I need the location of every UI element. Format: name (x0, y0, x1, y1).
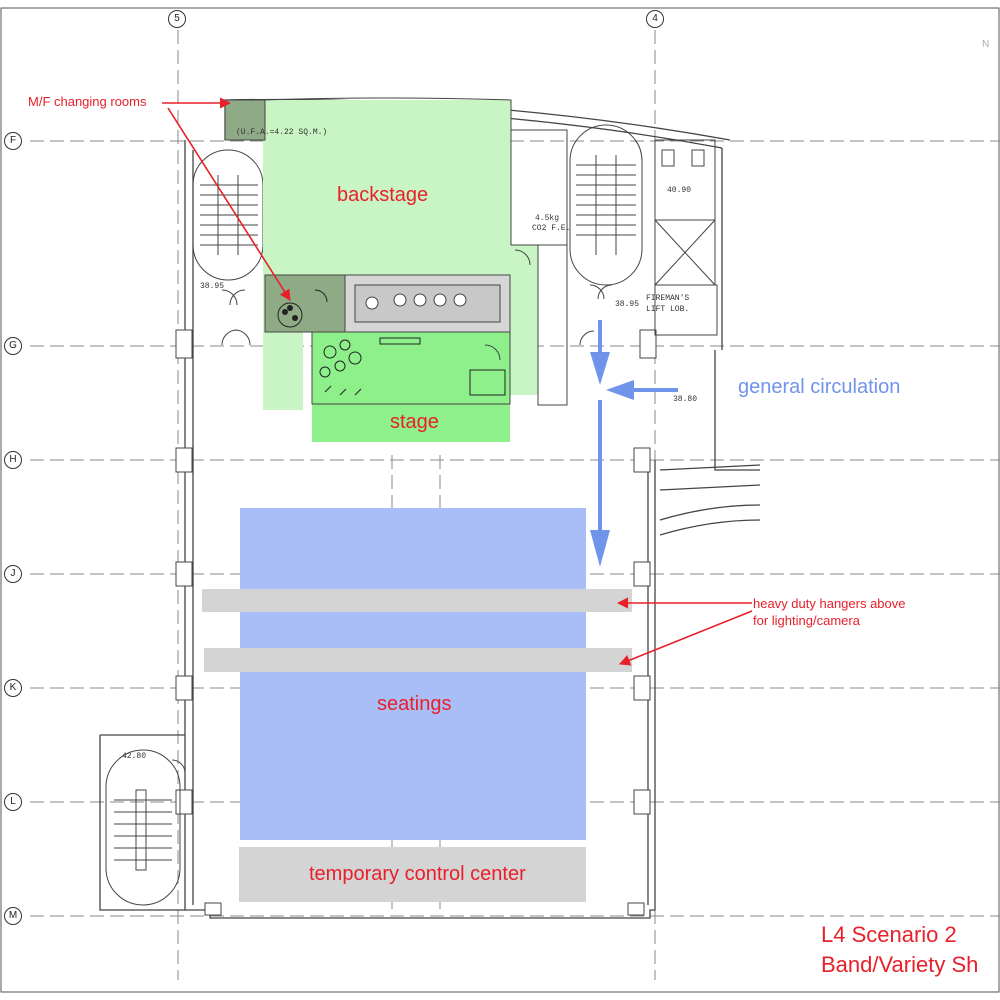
level-note-a: 38.95 (200, 282, 225, 291)
control-center-zone (239, 847, 586, 902)
backstage-label: backstage (337, 184, 429, 206)
stage-zone (311, 331, 511, 442)
grid-bubble-row-J: J (4, 565, 22, 583)
grid-bubble-row-G: G (4, 337, 22, 355)
seatings-label: seatings (377, 693, 452, 715)
drawing-title-line2: Band/Variety Sh (821, 952, 979, 977)
level-note-e: 40.90 (667, 186, 692, 195)
stair-right-top (569, 124, 643, 286)
dressing-counter (344, 274, 511, 333)
hanger-bar-2 (204, 648, 632, 672)
level-note-b: 38.95 (615, 300, 640, 309)
fire-extinguisher-note-1: 4.5kg (535, 214, 560, 223)
seating-zone (240, 508, 586, 840)
hangers-annotation-line1: heavy duty hangers above (753, 596, 906, 611)
fire-extinguisher-note-2: CO2 F.E. (532, 224, 571, 233)
grid-bubble-col-4: 4 (646, 10, 664, 28)
annotation-arrows (162, 97, 753, 666)
hanger-bar-1 (202, 589, 632, 612)
grid-bubble-row-M: M (4, 907, 22, 925)
changing-rooms-annotation: M/F changing rooms (28, 94, 147, 109)
fireman-lift-note-2: LIFT LOB. (646, 305, 690, 314)
grid-bubble-row-F: F (4, 132, 22, 150)
sheet-border (0, 7, 1000, 993)
grid-bubble-col-5: 5 (168, 10, 186, 28)
stage-label: stage (390, 411, 439, 433)
control-center-label: temporary control center (309, 863, 526, 885)
hangers-annotation-line2: for lighting/camera (753, 613, 860, 628)
structural-columns (175, 329, 657, 916)
grid-bubble-row-H: H (4, 451, 22, 469)
grid-bubble-row-K: K (4, 679, 22, 697)
stair-left-top (192, 149, 264, 281)
north-mark: N (982, 39, 990, 50)
grid-bubble-row-L: L (4, 793, 22, 811)
level-note-c: 38.80 (673, 395, 698, 404)
stair-left-bottom (105, 749, 181, 906)
door-swings (171, 249, 613, 774)
drawing-title-line1: L4 Scenario 2 (821, 922, 957, 947)
level-note-d: 42.80 (122, 752, 147, 761)
toilet-lift-core (654, 139, 718, 336)
ufa-note: (U.F.A.=4.22 SQ.M.) (236, 128, 328, 137)
general-circulation-annotation: general circulation (738, 376, 901, 398)
changing-rooms (224, 99, 346, 333)
circulation-arrows (590, 320, 678, 567)
fireman-lift-note-1: FIREMAN'S (646, 294, 690, 303)
